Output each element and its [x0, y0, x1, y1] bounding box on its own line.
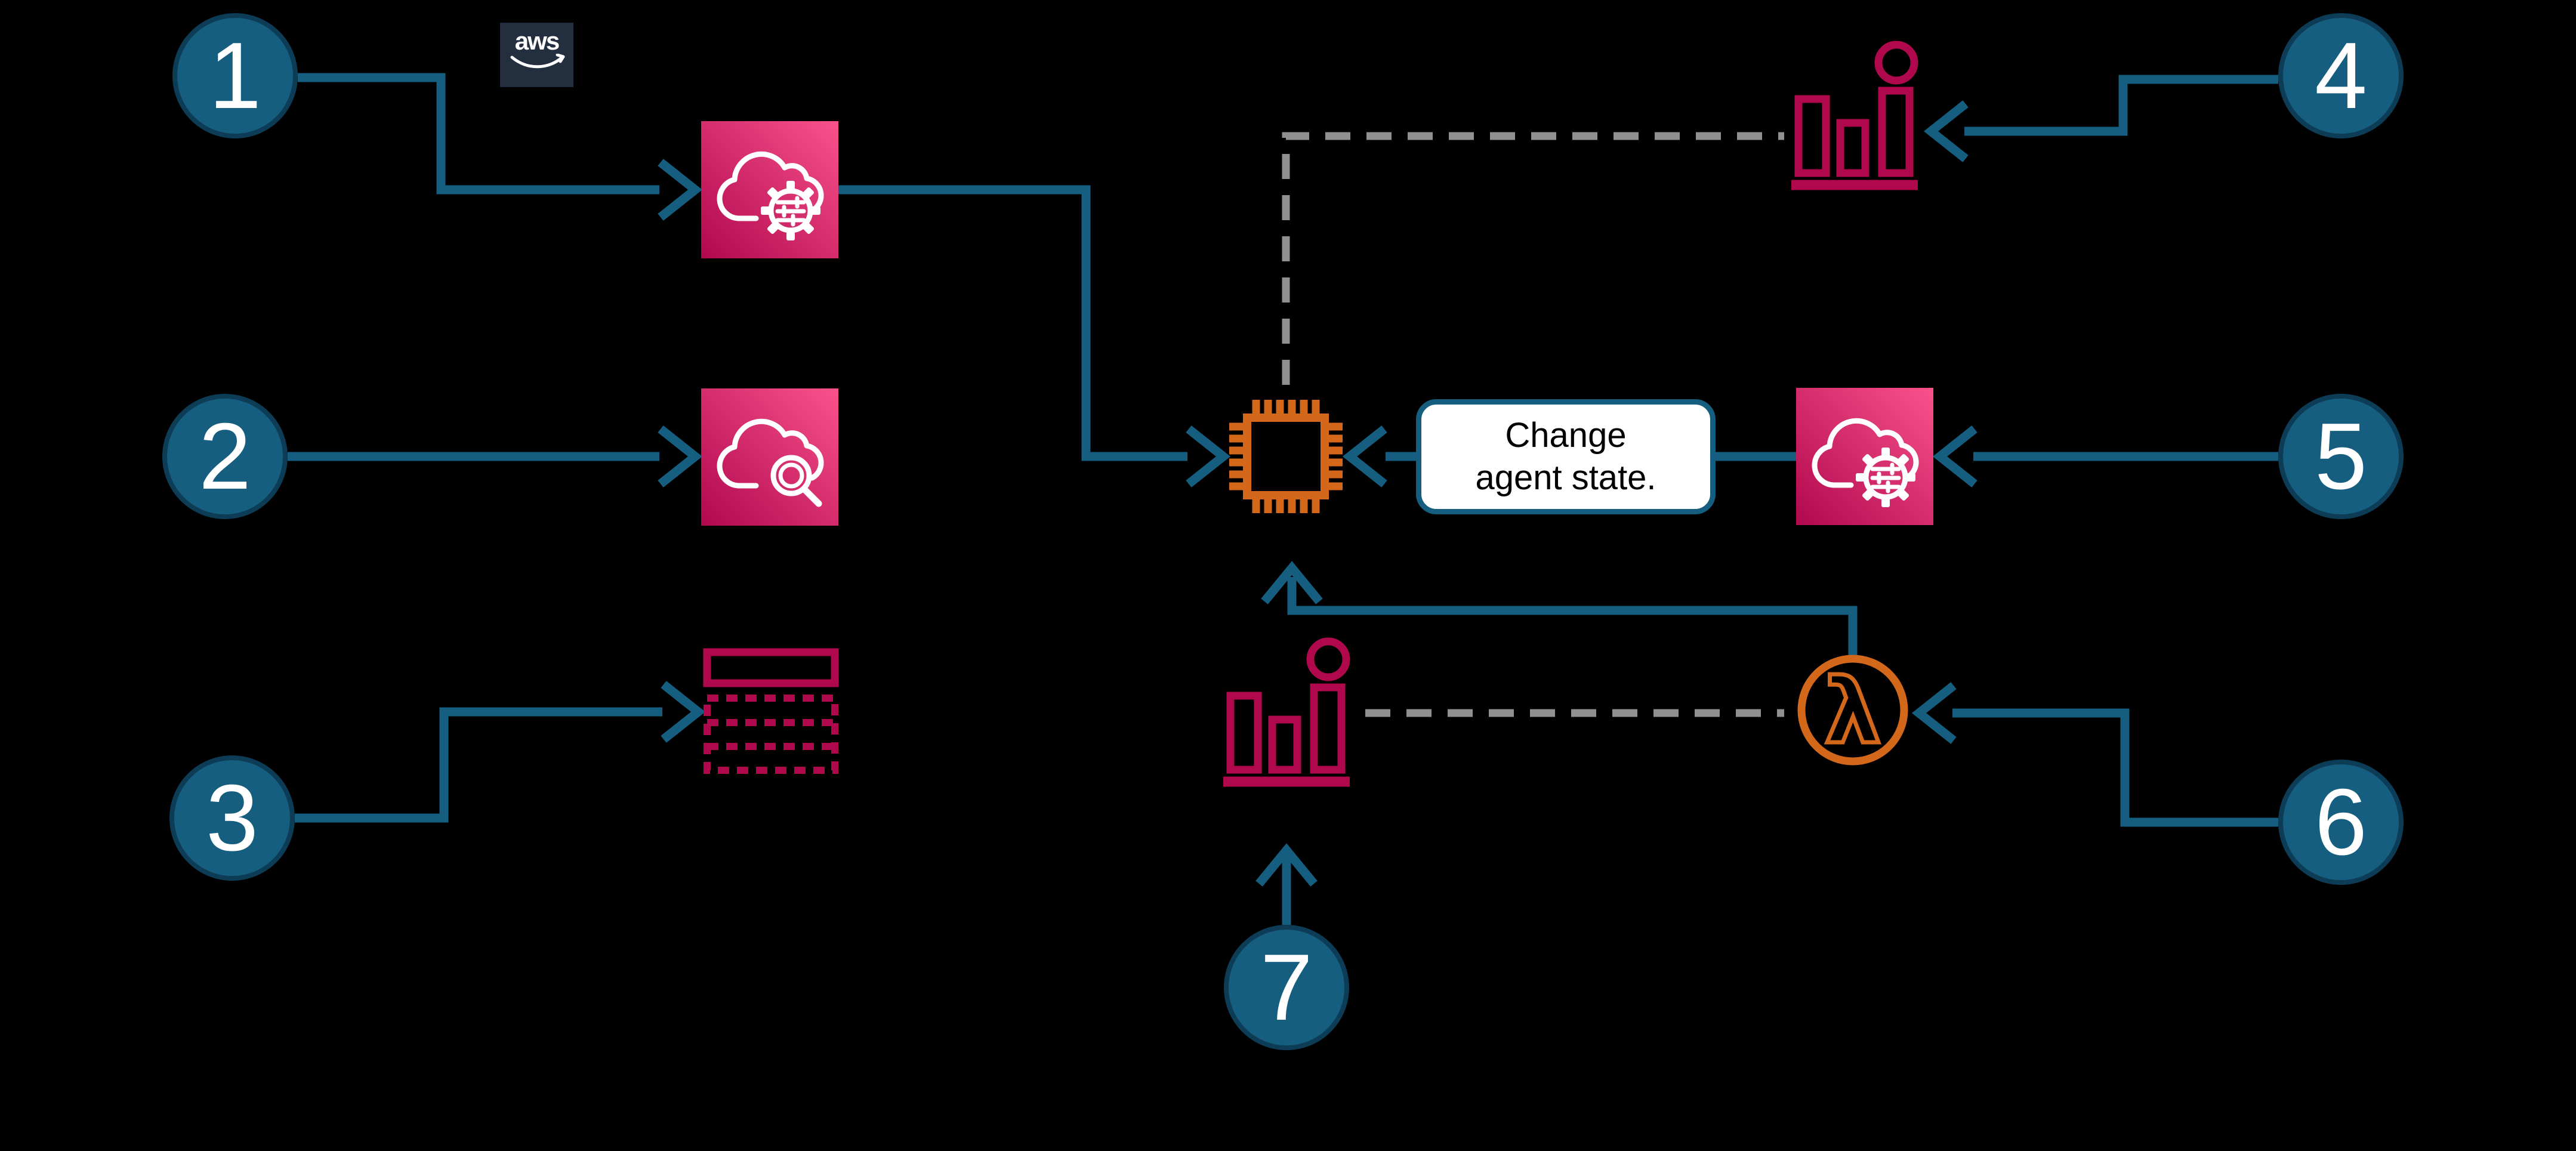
arrowhead-into-table — [661, 681, 706, 743]
systems-manager-icon-right — [1796, 388, 1933, 528]
sliders-icon — [775, 196, 806, 227]
aws-logo-text: aws — [514, 27, 560, 55]
callout-1: 1 — [172, 13, 298, 138]
callout-7-number: 7 — [1260, 935, 1313, 1040]
callout-2-number: 2 — [199, 404, 251, 509]
arrowhead-into-chip-left — [1186, 425, 1231, 487]
cloud-icon — [717, 418, 824, 489]
dashed-chip-to-barchart-top — [1282, 132, 1784, 385]
connector-6-to-lambda — [1952, 708, 2278, 827]
processor-chip-icon — [1223, 394, 1349, 522]
change-agent-state-label: Change agent state. — [1416, 399, 1716, 514]
callout-1-number: 1 — [209, 23, 261, 128]
arrowhead-into-ssmright — [1932, 425, 1977, 487]
bar-chart-alarm-icon-bottom — [1221, 631, 1358, 795]
aws-logo: aws — [500, 23, 573, 87]
callout-7: 7 — [1224, 925, 1349, 1050]
callout-3-number: 3 — [206, 766, 258, 871]
callout-6: 6 — [2278, 760, 2404, 885]
connector-ssm-to-chip — [836, 185, 1187, 461]
arrowhead-into-chip-bottom — [1261, 561, 1323, 604]
callout-3: 3 — [169, 755, 295, 881]
arrowhead-into-lambda — [1911, 682, 1957, 744]
lambda-glyph: λ — [1825, 660, 1881, 764]
systems-manager-icon — [701, 121, 838, 261]
bar-chart-alarm-icon-top — [1789, 35, 1926, 199]
connector-1-to-ssm — [298, 73, 659, 195]
arrowhead-into-barchart-bottom — [1255, 843, 1318, 887]
arrowhead-into-barchart-top — [1923, 100, 1969, 162]
callout-6-number: 6 — [2315, 770, 2367, 875]
connector-3-to-table — [295, 707, 662, 823]
dashed-table-icon — [703, 648, 839, 777]
arrowhead-into-chip-right — [1342, 425, 1387, 487]
connector-lambda-to-chip — [1287, 577, 1858, 658]
arrowhead-into-cloudsearch — [658, 425, 703, 487]
cloud-icon — [717, 151, 824, 221]
lambda-icon: λ — [1793, 652, 1912, 774]
cloud-icon — [1812, 418, 1919, 488]
callout-4: 4 — [2278, 13, 2404, 138]
label-line-2: agent state. — [1475, 458, 1656, 497]
aws-smile-icon — [510, 54, 564, 69]
cloud-search-icon — [701, 388, 838, 529]
arrowhead-into-ssm — [658, 159, 703, 221]
callout-2: 2 — [162, 394, 288, 519]
magnifier-icon — [770, 455, 822, 507]
label-line-1: Change — [1505, 415, 1627, 455]
callout-5: 5 — [2278, 394, 2404, 519]
callout-5-number: 5 — [2315, 404, 2367, 509]
connector-4-to-barchart-top — [1964, 75, 2278, 136]
sliders-icon — [1870, 462, 1901, 493]
callout-4-number: 4 — [2315, 23, 2367, 128]
